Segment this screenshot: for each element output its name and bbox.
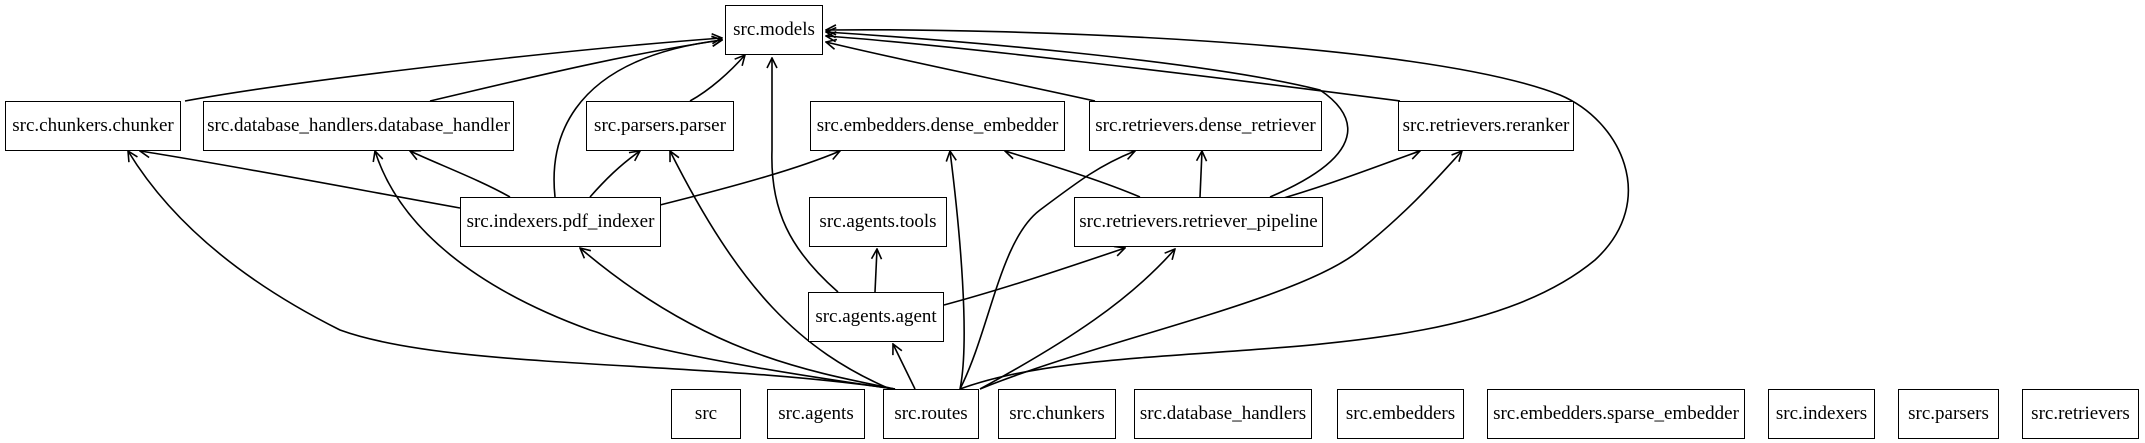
edge-retriever-pipeline-to-reranker (1269, 151, 1420, 203)
edge-routes-to-dense-retriever (959, 151, 1135, 390)
node-src[interactable]: src (671, 389, 741, 439)
edge-routes-to-parser (670, 151, 891, 390)
edge-agent-to-tools (875, 249, 877, 293)
node-chunker[interactable]: src.chunkers.chunker (5, 101, 181, 151)
node-pdf-indexer[interactable]: src.indexers.pdf_indexer (460, 197, 661, 247)
edge-retriever-pipeline-to-dense-embedder (1005, 151, 1141, 198)
node-dense-retriever[interactable]: src.retrievers.dense_retriever (1089, 101, 1322, 151)
edge-chunker-to-models (184, 38, 722, 102)
edge-routes-to-pdf-indexer (580, 248, 896, 390)
node-database-handler[interactable]: src.database_handlers.database_handler (203, 101, 514, 151)
edge-retriever-pipeline-to-models (826, 32, 1349, 198)
node-tools[interactable]: src.agents.tools (809, 197, 947, 247)
node-models[interactable]: src.models (725, 5, 823, 55)
node-reranker[interactable]: src.retrievers.reranker (1398, 101, 1574, 151)
edge-reranker-to-models (826, 36, 1401, 102)
node-database-handlers[interactable]: src.database_handlers (1134, 389, 1312, 439)
node-chunkers[interactable]: src.chunkers (998, 389, 1116, 439)
edge-parser-to-models (689, 55, 745, 102)
node-sparse-embedder[interactable]: src.embedders.sparse_embedder (1487, 389, 1745, 439)
edge-pdf-indexer-to-parser (589, 151, 640, 198)
edge-pdf-indexer-to-chunker (140, 151, 461, 209)
node-retrievers[interactable]: src.retrievers (2022, 389, 2139, 439)
node-agent[interactable]: src.agents.agent (808, 292, 944, 342)
node-routes[interactable]: src.routes (883, 389, 979, 439)
edge-pdf-indexer-to-models (553, 40, 722, 198)
node-embedders[interactable]: src.embedders (1337, 389, 1464, 439)
node-dense-embedder[interactable]: src.embedders.dense_embedder (810, 101, 1065, 151)
edge-pdf-indexer-to-dense-embedder (659, 151, 840, 206)
edge-routes-to-reranker (979, 151, 1462, 390)
edge-db-handler-to-models (429, 40, 722, 102)
edge-dense-retriever-to-models (826, 42, 1096, 102)
edge-routes-to-dense-embedder (950, 151, 965, 390)
node-indexers[interactable]: src.indexers (1768, 389, 1875, 439)
edge-agent-to-retriever-pipeline (943, 248, 1125, 306)
edge-pdf-indexer-to-db-handler (410, 151, 511, 198)
edge-routes-to-chunker (128, 151, 896, 390)
edge-routes-to-db-handler (375, 151, 896, 390)
node-retriever-pipeline[interactable]: src.retrievers.retriever_pipeline (1074, 197, 1323, 247)
edge-agent-to-models (772, 58, 839, 293)
node-parser[interactable]: src.parsers.parser (586, 101, 734, 151)
edge-routes-to-agent (893, 344, 916, 390)
edge-routes-to-models (826, 30, 1630, 390)
node-agents[interactable]: src.agents (767, 389, 865, 439)
node-parsers[interactable]: src.parsers (1898, 389, 1999, 439)
edge-retriever-pipeline-to-dense-retriever (1200, 151, 1202, 198)
edge-routes-to-retriever-pipeline (979, 249, 1175, 390)
